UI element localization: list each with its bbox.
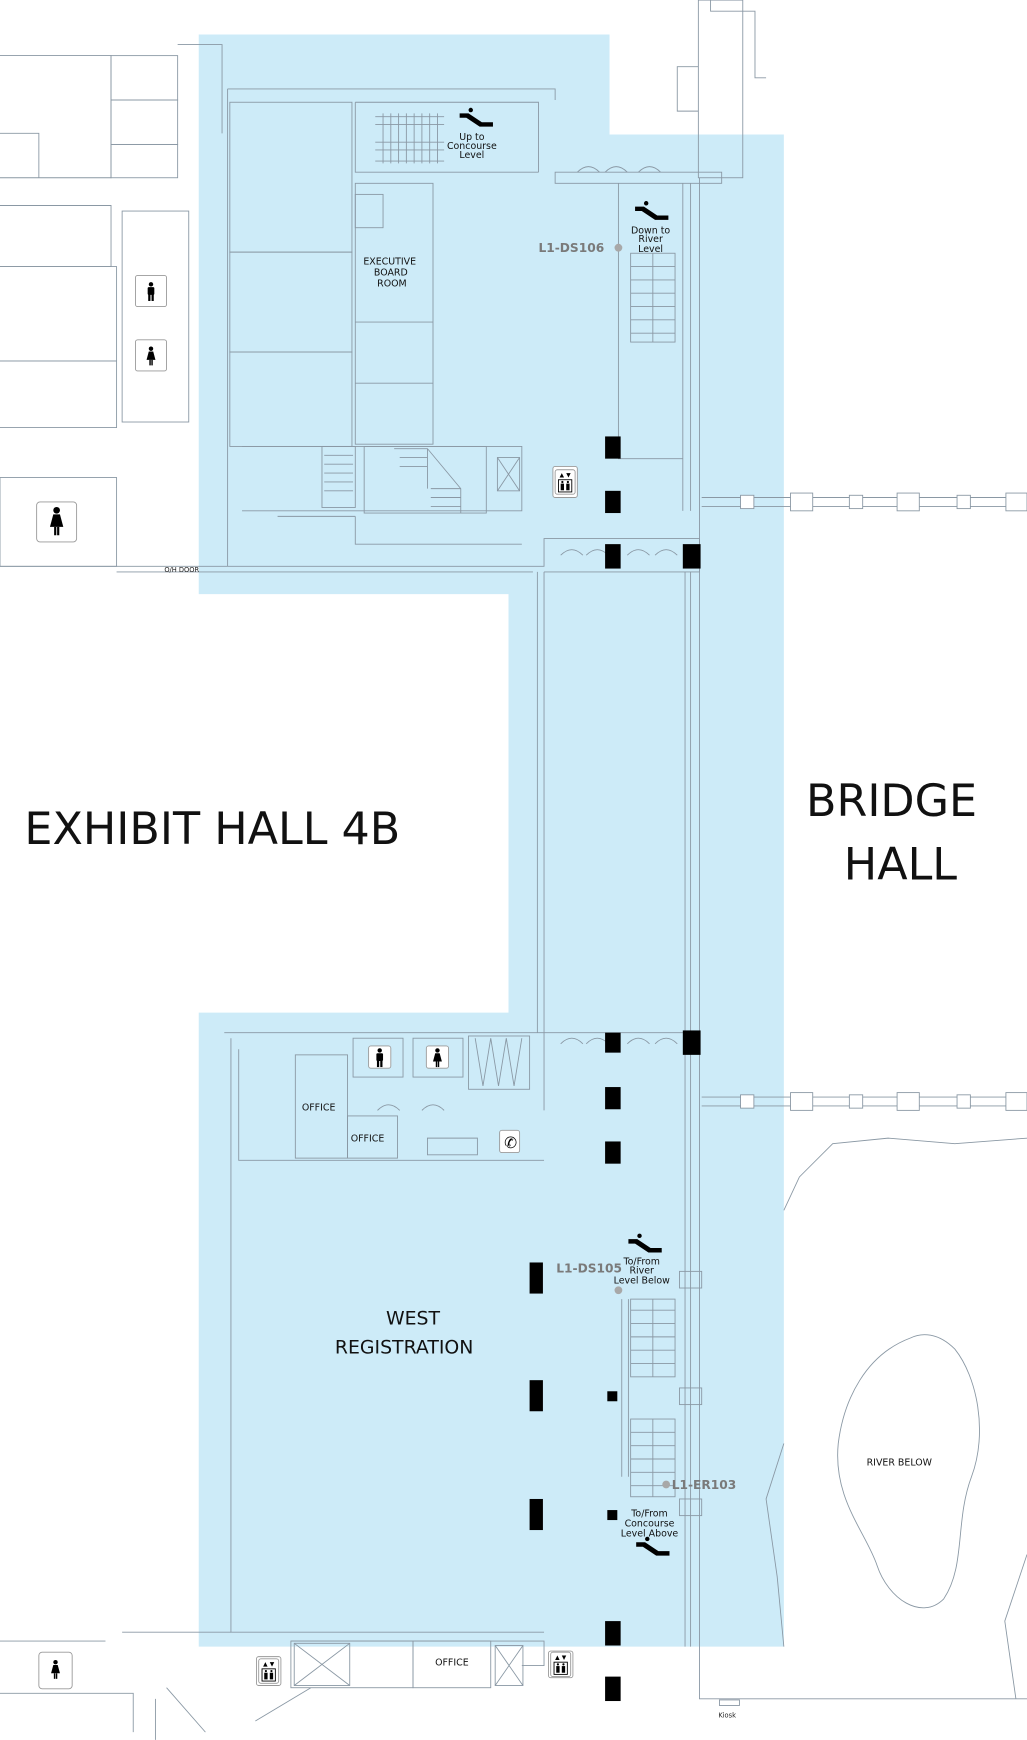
- bridge-hall-label-line2: HALL: [844, 839, 958, 890]
- escalator-label: To/From: [623, 1257, 660, 1268]
- corridor-walls: [536, 177, 1027, 1700]
- left-building-walls: [0, 44, 533, 573]
- escalator-label: Down to: [631, 225, 670, 236]
- exhibit-hall-label: EXHIBIT HALL 4B: [24, 804, 400, 855]
- escalator-label: Concourse: [625, 1519, 675, 1530]
- river-outline: [837, 1334, 980, 1609]
- river-below-label: RIVER BELOW: [867, 1458, 933, 1469]
- escalator-label: Level: [459, 150, 484, 161]
- executive-board-room-label: ROOM: [377, 279, 407, 290]
- escalator-label: River: [638, 234, 663, 245]
- escalator-label: Concourse: [447, 141, 497, 152]
- structural-columns: [529, 436, 701, 1702]
- riverbank-outline: [765, 1137, 1027, 1699]
- kiosk-icon: [719, 1699, 740, 1706]
- west-registration-label-line1: WEST: [386, 1308, 441, 1330]
- escalator-label: Level Below: [614, 1276, 671, 1287]
- west-registration-label-line2: REGISTRATION: [335, 1337, 473, 1359]
- escalator-label: River: [630, 1266, 655, 1277]
- location-code-er103: L1-ER103: [672, 1478, 737, 1492]
- oh-door-label: O/H DOOR: [164, 566, 199, 574]
- location-marker: [662, 1480, 671, 1489]
- location-marker: [614, 243, 623, 252]
- bridge-connectors: [701, 492, 1027, 1111]
- office-label: OFFICE: [351, 1133, 385, 1144]
- escalator-label: Level: [638, 244, 663, 255]
- telephone-icon: ✆: [504, 1134, 517, 1152]
- elevator-icon: [554, 469, 576, 495]
- bridge-hall-label-line1: BRIDGE: [806, 776, 977, 827]
- elevator-icon: [550, 1651, 572, 1678]
- location-code-ds105: L1-DS105: [556, 1261, 622, 1275]
- executive-board-room-label: EXECUTIVE: [363, 256, 416, 267]
- bottom-walls: [0, 1631, 545, 1740]
- kiosk-label: Kiosk: [718, 1712, 736, 1720]
- top-right-structure: [676, 0, 767, 179]
- executive-board-room-label: BOARD: [374, 267, 408, 278]
- office-label: OFFICE: [302, 1102, 336, 1113]
- location-code-ds106: L1-DS106: [538, 241, 604, 255]
- escalator-label: To/From: [630, 1509, 667, 1520]
- escalator-label: Up to: [459, 132, 485, 143]
- upper-building-walls: [227, 88, 723, 573]
- escalator-label: Level Above: [621, 1529, 679, 1540]
- office-label: OFFICE: [435, 1658, 469, 1669]
- location-marker: [614, 1286, 623, 1295]
- freight-elevator-icon: [258, 1658, 280, 1684]
